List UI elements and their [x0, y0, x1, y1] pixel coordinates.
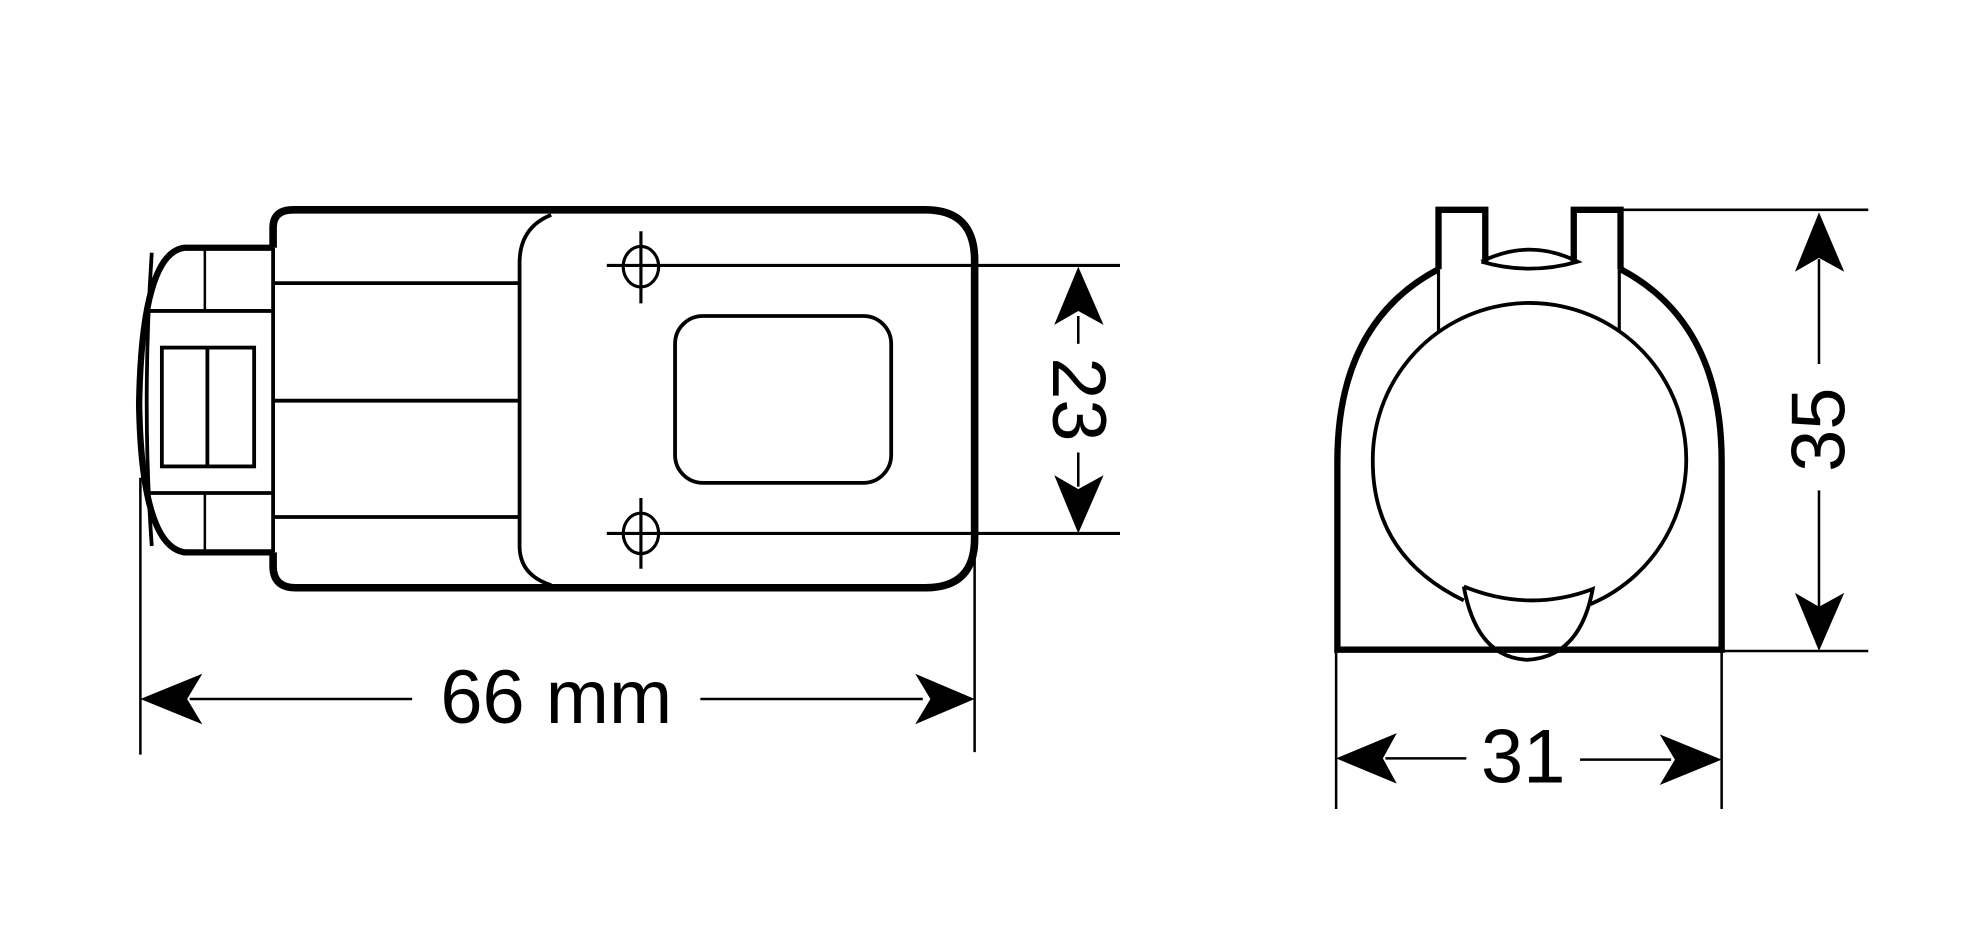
cable-gland-outline [135, 244, 274, 556]
housing-outline [1334, 266, 1725, 653]
arrow-right-icon [1659, 734, 1722, 785]
arrow-right-icon [915, 673, 975, 725]
arrow-down-icon [1054, 475, 1104, 534]
mounting-hole-bottom [606, 498, 1120, 569]
mounting-plate-outline [517, 213, 552, 588]
arrow-left-icon [1336, 733, 1397, 784]
mounting-hole-top [606, 231, 1120, 304]
latch [1461, 584, 1596, 662]
arrow-up-icon [1054, 266, 1104, 325]
end-view [1334, 206, 1869, 809]
top-tabs [1435, 206, 1624, 270]
window-cutout [673, 314, 894, 485]
side-view [135, 206, 1120, 755]
dimension-arrowheads [140, 212, 1845, 785]
length-dimension-label: 66 mm [440, 655, 672, 740]
arrow-left-icon [140, 673, 203, 725]
end-width-dimension-label: 31 [1481, 714, 1565, 799]
height-dimension-label: 23 [1036, 357, 1121, 441]
arrow-up-icon [1794, 212, 1845, 272]
arrow-down-icon [1794, 592, 1845, 651]
end-height-dimension-label: 35 [1776, 388, 1861, 472]
main-body-outline [269, 206, 979, 592]
